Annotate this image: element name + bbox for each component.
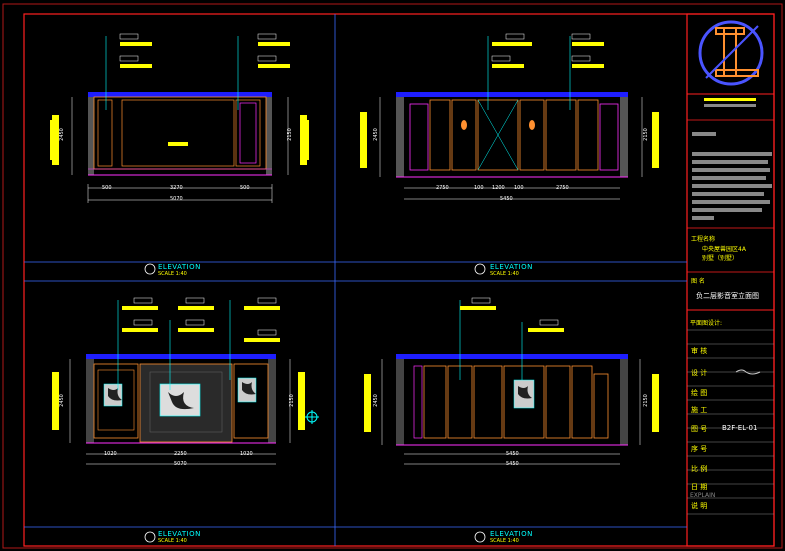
elevation-b-scale-text: SCALE 1:40 — [490, 271, 519, 277]
tb-row-seq: 序 号 — [690, 442, 772, 456]
dim-c-3: 1020 — [240, 451, 253, 457]
elevation-c-title: ELEVATION — [158, 530, 201, 538]
project-label: 工程名称 — [691, 236, 716, 243]
elevation-b-drawing — [360, 33, 659, 200]
tb-row-date: 日 期 — [690, 480, 772, 494]
tb-key-scale: 比 例 — [691, 465, 708, 473]
dim-b-4: 100 — [514, 185, 524, 191]
explain-key: 说 明 — [691, 502, 708, 510]
dim-a-3: 500 — [240, 185, 250, 191]
tb-row-drawing-no: 图 号 B2F-EL-01 — [690, 422, 772, 436]
tb-row-scale: 比 例 — [690, 462, 772, 476]
tb-row-construct: 施 工 — [690, 403, 772, 417]
drawing-name-label: 图 名 — [691, 278, 705, 285]
drawing-name: 负二层影音室立面图 — [696, 292, 759, 300]
tb-val-drawing-no: B2F-EL-01 — [722, 424, 758, 432]
elevation-b-scale: SCALE 1:40 — [490, 271, 519, 277]
dim-c-2: 2250 — [174, 451, 187, 457]
tb-key-drawing-no: 图 号 — [691, 425, 708, 433]
tb-key-seq: 序 号 — [691, 445, 708, 453]
dim-c-total: 5070 — [174, 461, 187, 467]
tb-key-date: 日 期 — [691, 483, 708, 491]
dim-b-side-1: 2450 — [372, 128, 379, 141]
elevation-c-scale-text: SCALE 1:40 — [158, 538, 187, 544]
dim-a-2: 3270 — [170, 185, 183, 191]
elevation-a-scale: SCALE 1:40 — [158, 271, 187, 277]
dim-a-1: 500 — [102, 185, 112, 191]
elevation-d-title: ELEVATION — [490, 530, 533, 538]
dim-d-1: 5450 — [506, 451, 519, 457]
elevation-b-title: ELEVATION — [490, 263, 533, 271]
caption-markers — [144, 263, 486, 543]
elevation-a-caption: ELEVATION — [158, 263, 201, 271]
elevation-d-scale-text: SCALE 1:40 — [490, 538, 519, 544]
dim-a-side-1: 2450 — [58, 128, 65, 141]
dim-b-2: 100 — [474, 185, 484, 191]
project-line-1: 中央屋兽园区4A — [702, 246, 746, 253]
elevation-a-drawing — [50, 33, 309, 203]
dim-c-side-2: 2150 — [288, 394, 295, 407]
elevation-c-scale: SCALE 1:40 — [158, 538, 187, 544]
company-logo — [698, 20, 764, 86]
dim-d-side-2: 2150 — [642, 394, 649, 407]
elevation-d-scale: SCALE 1:40 — [490, 538, 519, 544]
tb-key-draw: 绘 图 — [691, 389, 708, 397]
dim-a-side-2: 2150 — [286, 128, 293, 141]
project-line-2: 别墅（别墅） — [702, 255, 739, 262]
designer-label: 平面图设计: — [690, 320, 723, 327]
tb-row-design: 设 计 — [690, 366, 772, 380]
dim-a-total: 5070 — [170, 196, 183, 202]
elevation-d-drawing — [364, 297, 659, 465]
dim-c-side-1: 2450 — [58, 394, 65, 407]
dim-c-1: 1020 — [104, 451, 117, 457]
explain-label: EXPLAIN — [690, 492, 716, 499]
elevation-a-scale-text: SCALE 1:40 — [158, 271, 187, 277]
dim-d-side-1: 2450 — [372, 394, 379, 407]
dim-b-side-2: 2150 — [642, 128, 649, 141]
dim-d-total: 5450 — [506, 461, 519, 467]
dim-b-total: 5450 — [500, 196, 513, 202]
elevation-c-caption: ELEVATION — [158, 530, 201, 538]
elevation-b-caption: ELEVATION — [490, 263, 533, 271]
elevation-c-drawing — [52, 297, 319, 465]
tb-key-review: 审 核 — [691, 347, 708, 355]
dim-b-3: 1200 — [492, 185, 505, 191]
tb-row-review: 审 核 — [690, 344, 772, 358]
tb-row-draw: 绘 图 — [690, 386, 772, 400]
dim-b-1: 2750 — [436, 185, 449, 191]
tb-key-construct: 施 工 — [691, 406, 708, 414]
tb-key-design: 设 计 — [691, 369, 708, 377]
elevation-a-title: ELEVATION — [158, 263, 201, 271]
title-block-lines — [687, 93, 774, 515]
dim-b-5: 2750 — [556, 185, 569, 191]
elevation-d-caption: ELEVATION — [490, 530, 533, 538]
